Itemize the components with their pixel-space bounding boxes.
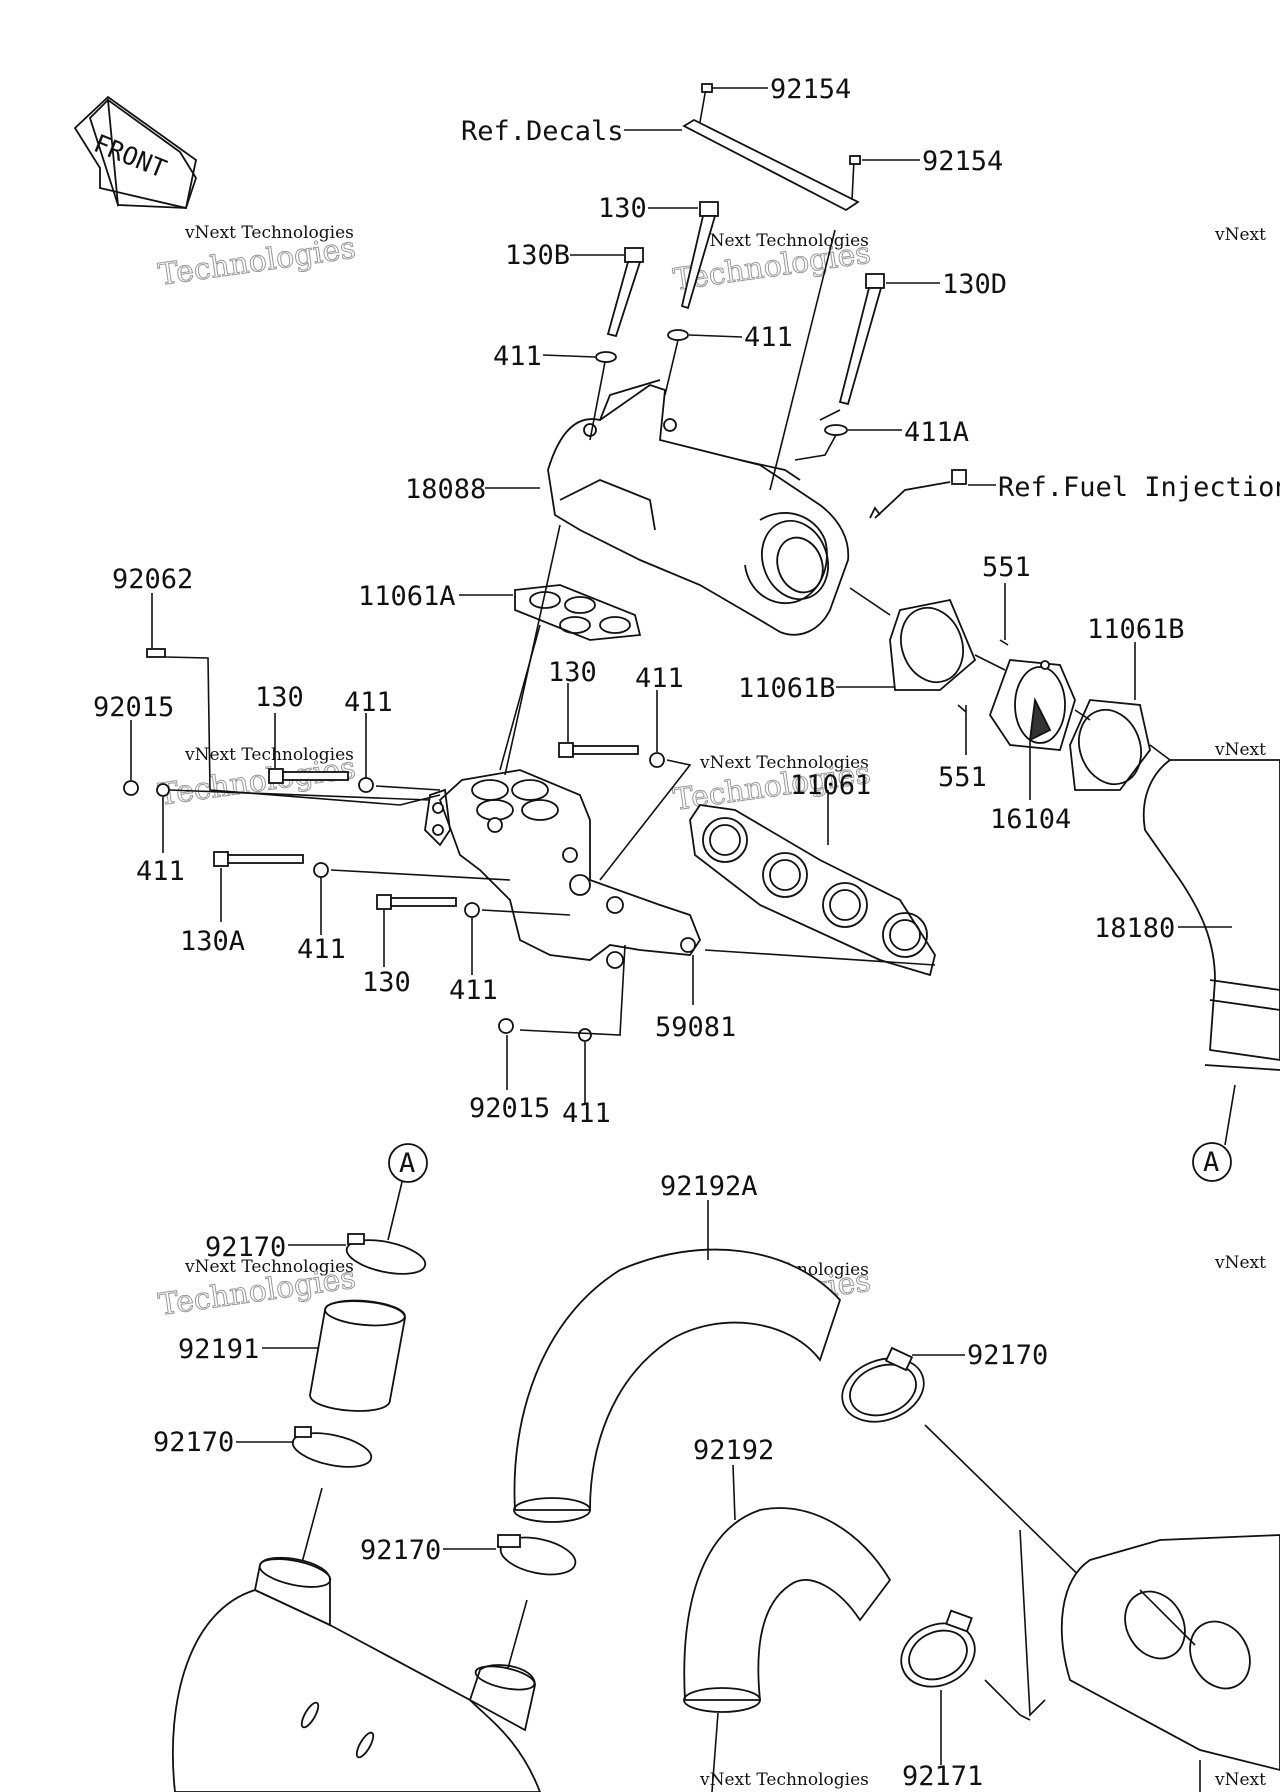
label-11061b-right: 11061B (1087, 614, 1185, 645)
bolt-130-left (268, 768, 349, 784)
pipe-16104 (988, 659, 1076, 751)
washer-411-d (313, 862, 329, 878)
washer-411-e (464, 902, 480, 918)
bolt-130-center (558, 742, 639, 758)
watermark-text: vNext (1214, 740, 1266, 760)
gasket-11061 (689, 804, 936, 977)
label-11061: 11061 (790, 770, 871, 801)
sleeve-92191 (309, 1299, 406, 1412)
label-92192: 92192 (693, 1435, 774, 1466)
muffler-right (1019, 1529, 1280, 1771)
label-18088: 18088 (405, 474, 486, 505)
bolt-130b (606, 247, 644, 338)
label-92171: 92171 (902, 1761, 983, 1792)
label-411-a: 411 (344, 687, 393, 718)
washer-411-a (156, 783, 170, 797)
watermark-text: vNext Technologies (184, 223, 354, 243)
label-ref-fuel-injection: Ref.Fuel Injection (998, 472, 1280, 503)
label-130-top: 130 (598, 193, 647, 224)
washer-411-c (649, 752, 665, 768)
callout-circle-a-left (388, 1143, 428, 1183)
washer-411-left (595, 351, 617, 363)
part-labels: 92154 Ref.Decals 92154 130 130B 130D 411… (93, 74, 1280, 1792)
exhaust-manifold (424, 769, 702, 969)
watermark-text: vNext (1214, 1253, 1266, 1273)
watermark-text: vNext Technologies (184, 745, 354, 765)
clamp-92170-2 (291, 1426, 373, 1468)
label-411-e: 411 (449, 975, 498, 1006)
gasket-11061b-left (889, 598, 977, 691)
label-411-center: 411 (635, 663, 684, 694)
label-11061b-left: 11061B (738, 673, 836, 704)
muffler-left (172, 1556, 541, 1792)
label-130d: 130D (942, 269, 1007, 300)
clamp-92170-1 (345, 1233, 427, 1275)
label-11061a: 11061A (358, 581, 456, 612)
label-92015-bottom: 92015 (469, 1093, 550, 1124)
label-92015-left: 92015 (93, 692, 174, 723)
callout-a-left: A (399, 1148, 415, 1179)
watermark-text: vNext Technologies (699, 231, 869, 251)
watermark-text: vNext Technologies (699, 753, 869, 773)
washer-411-b (358, 777, 374, 793)
hose-92192 (683, 1507, 892, 1713)
label-92170-3: 92170 (967, 1340, 1048, 1371)
clamp-92170-3 (841, 1346, 925, 1423)
label-92062: 92062 (112, 564, 193, 595)
hose-92192a (513, 1248, 842, 1523)
label-130-left: 130 (255, 682, 304, 713)
label-16104: 16104 (990, 804, 1071, 835)
pin-551-bottom (957, 704, 967, 713)
watermark-text: vNext Technologies (699, 1770, 869, 1790)
label-411a: 411A (904, 417, 969, 448)
label-411-f: 411 (562, 1098, 611, 1129)
label-92170-1: 92170 (205, 1232, 286, 1263)
label-130-mid: 130 (362, 967, 411, 998)
watermark-text: vNext Technologies (184, 1257, 354, 1277)
label-ref-decals: Ref.Decals (461, 116, 624, 147)
nut-92015-bottom (498, 1018, 514, 1034)
label-92154: 92154 (922, 146, 1003, 177)
washer-411-right (667, 329, 689, 341)
callout-a-right: A (1203, 1147, 1219, 1178)
watermark-text: vNext (1214, 225, 1266, 245)
label-59081: 59081 (655, 1012, 736, 1043)
label-130a: 130A (180, 926, 245, 957)
clamp-92171 (900, 1609, 976, 1688)
label-92191: 92191 (178, 1334, 259, 1365)
stud-92062 (146, 648, 166, 658)
label-411-right: 411 (744, 322, 793, 353)
gasket-11061b-right (1069, 699, 1151, 791)
clamp-92170-4 (497, 1534, 577, 1576)
watermark-text: vNext (1214, 1770, 1266, 1790)
callout-circle-a-right (1192, 1142, 1232, 1182)
leader-lines (130, 87, 1232, 1792)
label-130-center: 130 (548, 657, 597, 688)
gasket-11061a (514, 584, 642, 641)
pin-551-top (999, 639, 1009, 646)
label-18180: 18180 (1094, 913, 1175, 944)
washer-411a (824, 424, 848, 436)
label-92170-2: 92170 (153, 1427, 234, 1458)
label-551-bottom: 551 (938, 762, 987, 793)
nut-92015-left (123, 780, 139, 796)
washer-411-f (578, 1028, 592, 1042)
label-92170-4: 92170 (360, 1535, 441, 1566)
bolt-130-top (680, 201, 719, 310)
front-arrow-badge: FRONT (73, 95, 198, 210)
assembly-lines (164, 229, 1236, 1146)
label-130b: 130B (505, 240, 570, 271)
label-411-left: 411 (493, 341, 542, 372)
pipe-18180 (1142, 759, 1280, 1071)
bolt-130-mid (376, 894, 457, 910)
label-92192a: 92192A (660, 1171, 758, 1202)
bolt-130d (838, 273, 885, 406)
label-92154-top: 92154 (770, 74, 851, 105)
label-411-b: 411 (136, 856, 185, 887)
bolt-130a (213, 851, 304, 867)
label-411-d: 411 (297, 934, 346, 965)
bracket-plate (682, 83, 861, 212)
label-551-top: 551 (982, 552, 1031, 583)
